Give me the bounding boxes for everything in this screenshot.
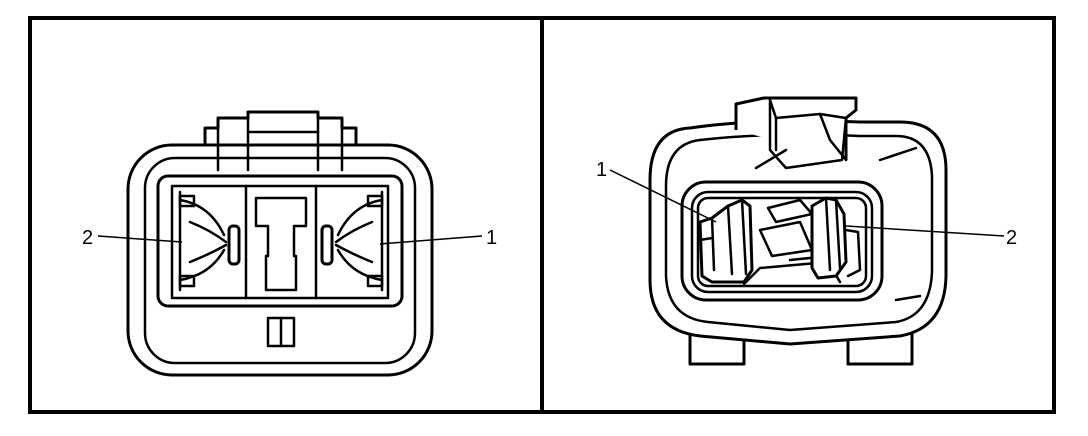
- callout-leader-2-left: [97, 235, 183, 243]
- callout-label: 2: [82, 227, 93, 249]
- callout-label: 2: [1006, 227, 1017, 249]
- terminal-cavity-left: [178, 190, 241, 292]
- callout-leader-2-right: [845, 225, 1005, 237]
- connector-key: [266, 316, 296, 348]
- right-connector-perspective-view: 1 2: [596, 96, 1017, 366]
- connector-housing-inner: [143, 156, 417, 365]
- connector-housing-outer: [126, 143, 434, 377]
- cavity-opening: [680, 180, 884, 302]
- connector-housing-outer: [648, 119, 948, 346]
- terminal-right: [810, 196, 862, 280]
- terminal-cavity-right: [320, 190, 384, 292]
- center-divider: [244, 184, 318, 300]
- connector-feet: [688, 310, 914, 366]
- left-connector-face-view: 2 1: [82, 110, 497, 377]
- callout-leader-1-right: [609, 169, 717, 223]
- callout-label: 1: [486, 227, 497, 249]
- connector-latch: [734, 96, 858, 170]
- callout-leader-1-left: [379, 235, 483, 245]
- callout-label: 1: [596, 159, 607, 181]
